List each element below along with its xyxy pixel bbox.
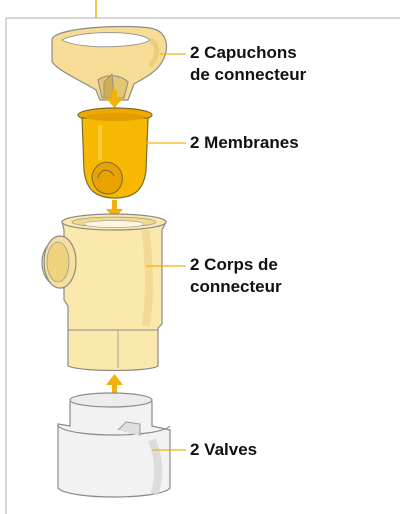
connector-body	[41, 213, 167, 372]
membrane-label: 2 Membranes	[190, 132, 299, 154]
body-label-line1: 2 Corps de	[190, 255, 278, 274]
connector-cap	[51, 25, 168, 101]
body-label-line2: connecteur	[190, 277, 282, 296]
body-label: 2 Corps de connecteur	[190, 254, 282, 298]
membrane-label-line1: 2 Membranes	[190, 133, 299, 152]
cap-label: 2 Capuchons de connecteur	[190, 42, 306, 86]
valve	[57, 392, 171, 498]
valve-label-line1: 2 Valves	[190, 440, 258, 459]
cap-label-line2: de connecteur	[190, 65, 307, 84]
valve-label: 2 Valves	[190, 439, 257, 461]
membrane	[77, 107, 153, 199]
cap-label-line1: 2 Capuchons	[190, 43, 297, 62]
down-arrow-icon	[106, 90, 123, 108]
up-arrow-icon	[106, 374, 123, 394]
